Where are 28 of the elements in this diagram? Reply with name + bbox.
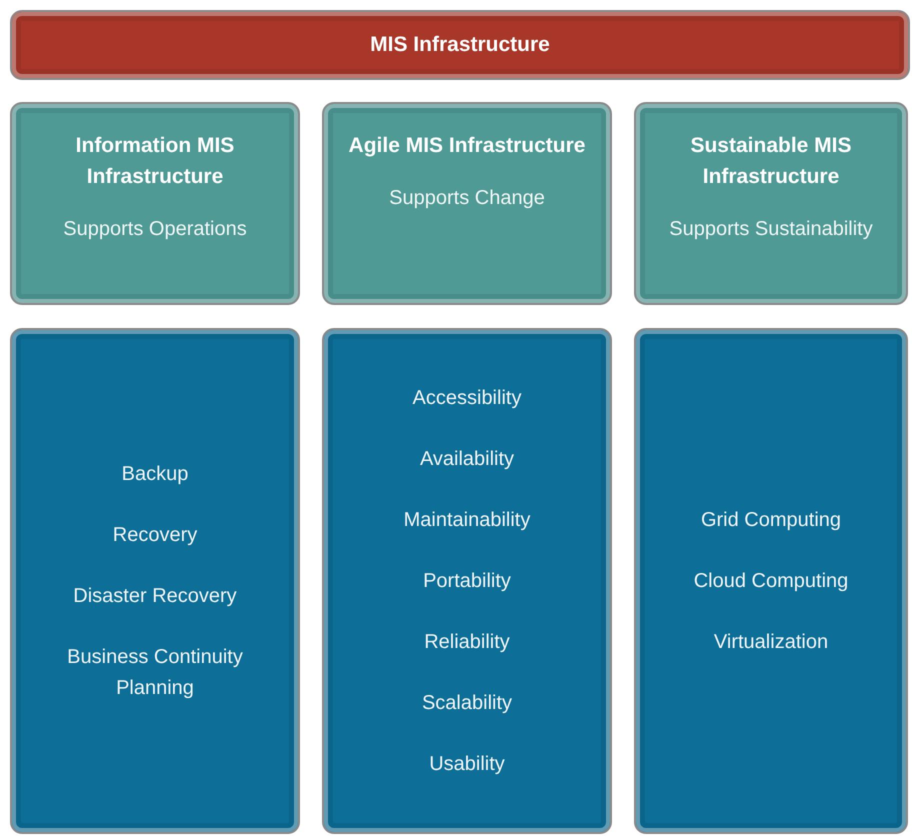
feature-label: Reliability — [424, 630, 510, 654]
feature-label: Grid Computing — [700, 508, 842, 532]
feature-list-panel — [634, 328, 908, 834]
feature-label: Cloud Computing — [694, 568, 848, 594]
feature-label: Business Continuity Planning — [66, 644, 244, 700]
feature-label: Accessibility — [412, 386, 522, 410]
banner-box — [10, 10, 910, 80]
category-title: Sustainable MIS Infrastructure — [689, 133, 853, 190]
banner-title: MIS Infrastructure — [370, 32, 550, 58]
feature-label: Availability — [420, 446, 514, 472]
feature-label: Disaster Recovery — [73, 584, 237, 608]
feature-label: Portability — [423, 568, 511, 594]
category-subtitle: Supports Change — [389, 186, 545, 211]
category-subtitle: Supports Operations — [63, 217, 247, 242]
feature-label: Usability — [429, 752, 505, 776]
feature-label: Backup — [122, 462, 188, 486]
feature-label: Maintainability — [404, 508, 530, 532]
feature-list-panel — [10, 328, 300, 834]
category-title: Agile MIS Infrastructure — [348, 133, 586, 159]
category-box — [322, 102, 612, 305]
category-box — [10, 102, 300, 305]
feature-list-panel — [322, 328, 612, 834]
feature-label: Scalability — [422, 690, 512, 716]
feature-label: Virtualization — [714, 630, 828, 654]
category-box — [634, 102, 908, 305]
feature-label: Recovery — [112, 522, 198, 548]
category-subtitle: Supports Sustainability — [669, 217, 873, 242]
category-title: Information MIS Infrastructure — [74, 133, 236, 190]
